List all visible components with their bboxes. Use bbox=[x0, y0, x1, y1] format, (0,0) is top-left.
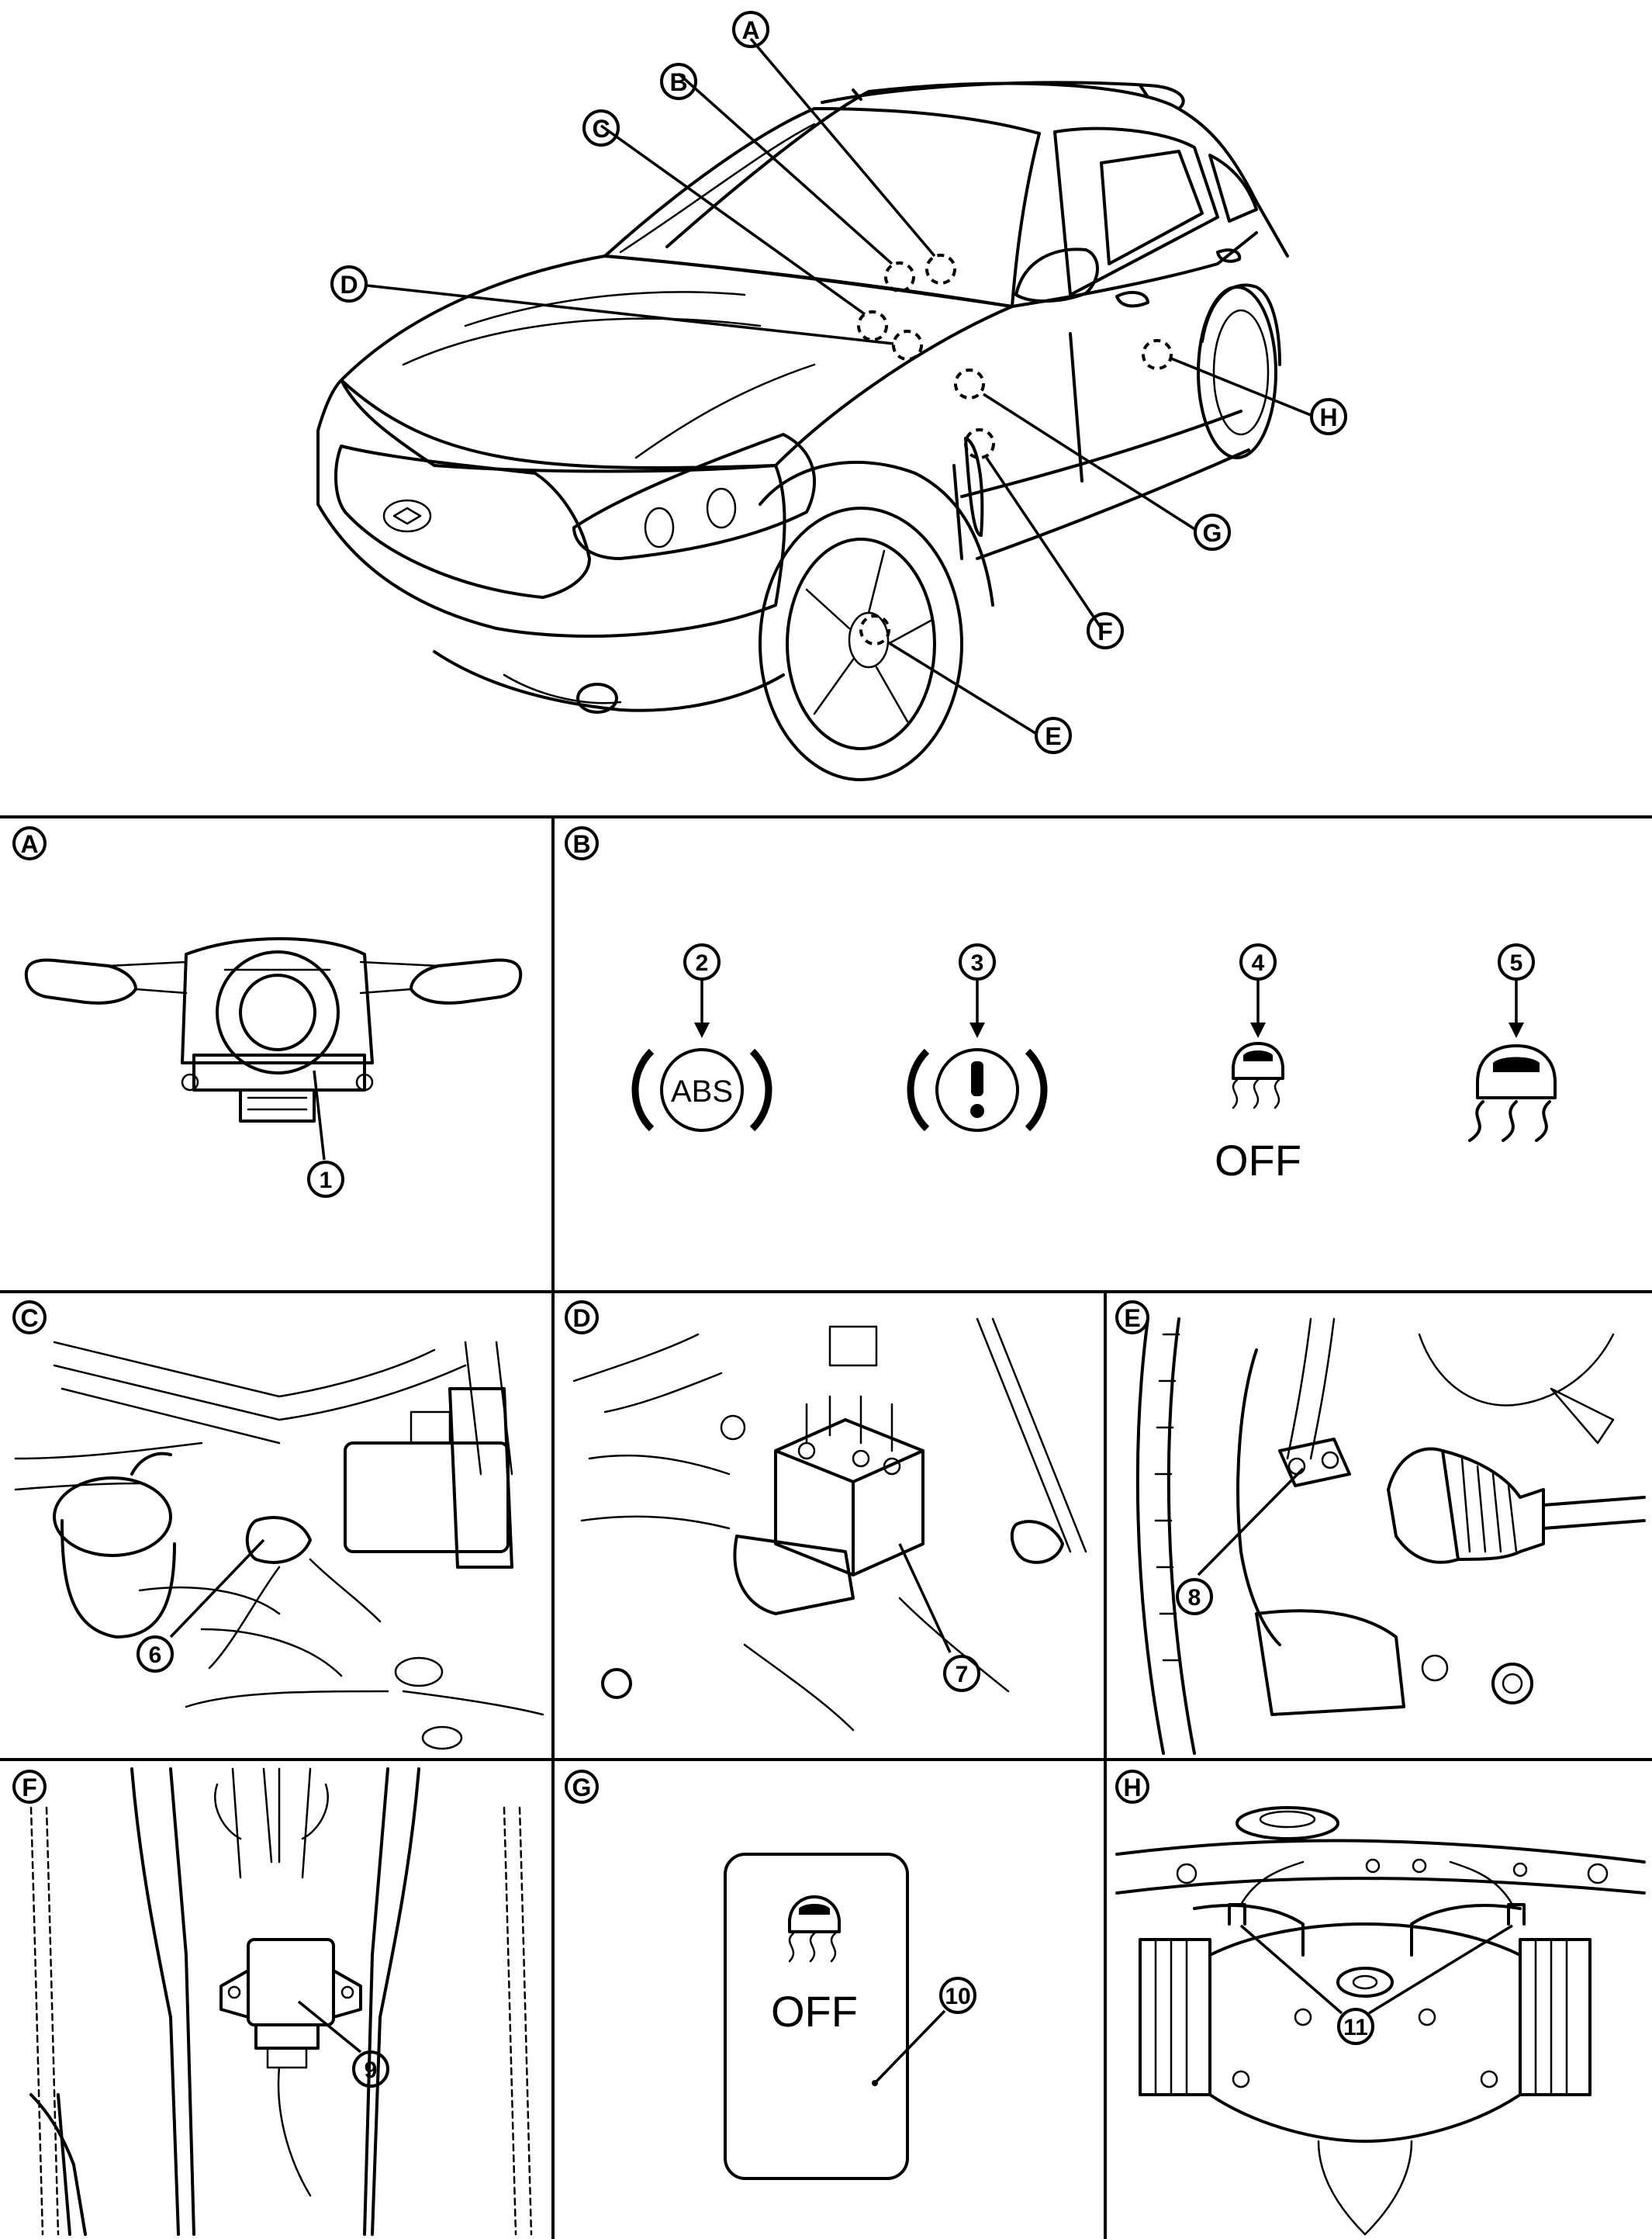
panel-grid bbox=[0, 815, 1652, 2239]
panel-d-label: D bbox=[572, 1304, 590, 1332]
panel-a: A 1 bbox=[12, 826, 523, 1198]
panel-g-label: G bbox=[572, 1774, 592, 1801]
part-9-label: 9 bbox=[365, 2057, 378, 2083]
part-3-label: 3 bbox=[971, 950, 984, 976]
callout-g: G bbox=[1194, 514, 1231, 551]
brake-fluid-level-switch-icon bbox=[14, 1341, 544, 1750]
part-10-label: 10 bbox=[945, 1984, 970, 2009]
abs-text: ABS bbox=[671, 1075, 733, 1109]
part-7-label: 7 bbox=[956, 1662, 969, 1687]
callout-c-label: C bbox=[592, 115, 610, 143]
brake-warning-lamp-icon bbox=[907, 1048, 1048, 1132]
panel-h: H 11 bbox=[1115, 1770, 1646, 2236]
panel-c: C 6 bbox=[12, 1300, 544, 1750]
rear-wheel-sensor-icon bbox=[1115, 1806, 1646, 2236]
vdc-off-indicator-icon: OFF bbox=[1215, 1042, 1301, 1185]
part-5-label: 5 bbox=[1510, 950, 1523, 976]
callout-a-label: A bbox=[741, 16, 759, 44]
abs-actuator-unit-icon bbox=[572, 1317, 1087, 1732]
panel-a-label: A bbox=[20, 830, 38, 858]
callout-h-label: H bbox=[1319, 403, 1337, 431]
part-1-label: 1 bbox=[320, 1168, 333, 1193]
panel-e-label: E bbox=[1124, 1304, 1140, 1332]
vehicle-overview: A B C D E F G H bbox=[316, 11, 1347, 781]
panel-e: E 8 bbox=[1115, 1300, 1646, 1755]
callout-e-label: E bbox=[1045, 722, 1061, 750]
part-4-label: 4 bbox=[1252, 950, 1265, 976]
vdc-off-text: OFF bbox=[1215, 1136, 1301, 1185]
part-6-label: 6 bbox=[149, 1642, 162, 1668]
callout-d: D bbox=[330, 265, 368, 303]
panel-f: F 9 bbox=[12, 1767, 533, 2236]
panel-h-label: H bbox=[1123, 1774, 1141, 1801]
callout-h: H bbox=[1310, 398, 1347, 435]
panel-c-label: C bbox=[20, 1304, 38, 1332]
panel-g: G OFF 10 bbox=[565, 1770, 976, 2180]
callout-a: A bbox=[732, 11, 769, 48]
callout-b-label: B bbox=[669, 68, 687, 96]
part-11-label: 11 bbox=[1343, 2015, 1368, 2040]
panel-f-label: F bbox=[22, 1774, 37, 1801]
callout-e: E bbox=[1035, 717, 1072, 754]
yaw-rate-sensor-icon bbox=[29, 1767, 533, 2236]
wheel-sensor-icon bbox=[1135, 1317, 1646, 1755]
panel-b: B 2 ABS 3 4 bbox=[565, 826, 1557, 1185]
callout-c: C bbox=[582, 109, 620, 147]
callout-g-label: G bbox=[1203, 519, 1222, 547]
callout-d-label: D bbox=[340, 271, 358, 299]
part-8-label: 8 bbox=[1188, 1585, 1201, 1611]
panel-d: D 7 bbox=[565, 1300, 1087, 1732]
callout-f: F bbox=[1087, 612, 1124, 649]
callout-b: B bbox=[660, 63, 697, 100]
abs-warning-lamp-icon: ABS bbox=[631, 1048, 772, 1132]
part-2-label: 2 bbox=[696, 950, 709, 976]
callout-f-label: F bbox=[1097, 618, 1113, 645]
slip-indicator-icon bbox=[1468, 1044, 1557, 1142]
vdc-off-switch-text: OFF bbox=[771, 1987, 858, 2036]
vdc-off-switch-icon[interactable]: OFF bbox=[724, 1853, 909, 2180]
steering-angle-sensor-icon bbox=[24, 937, 523, 1123]
panel-b-label: B bbox=[572, 830, 590, 858]
